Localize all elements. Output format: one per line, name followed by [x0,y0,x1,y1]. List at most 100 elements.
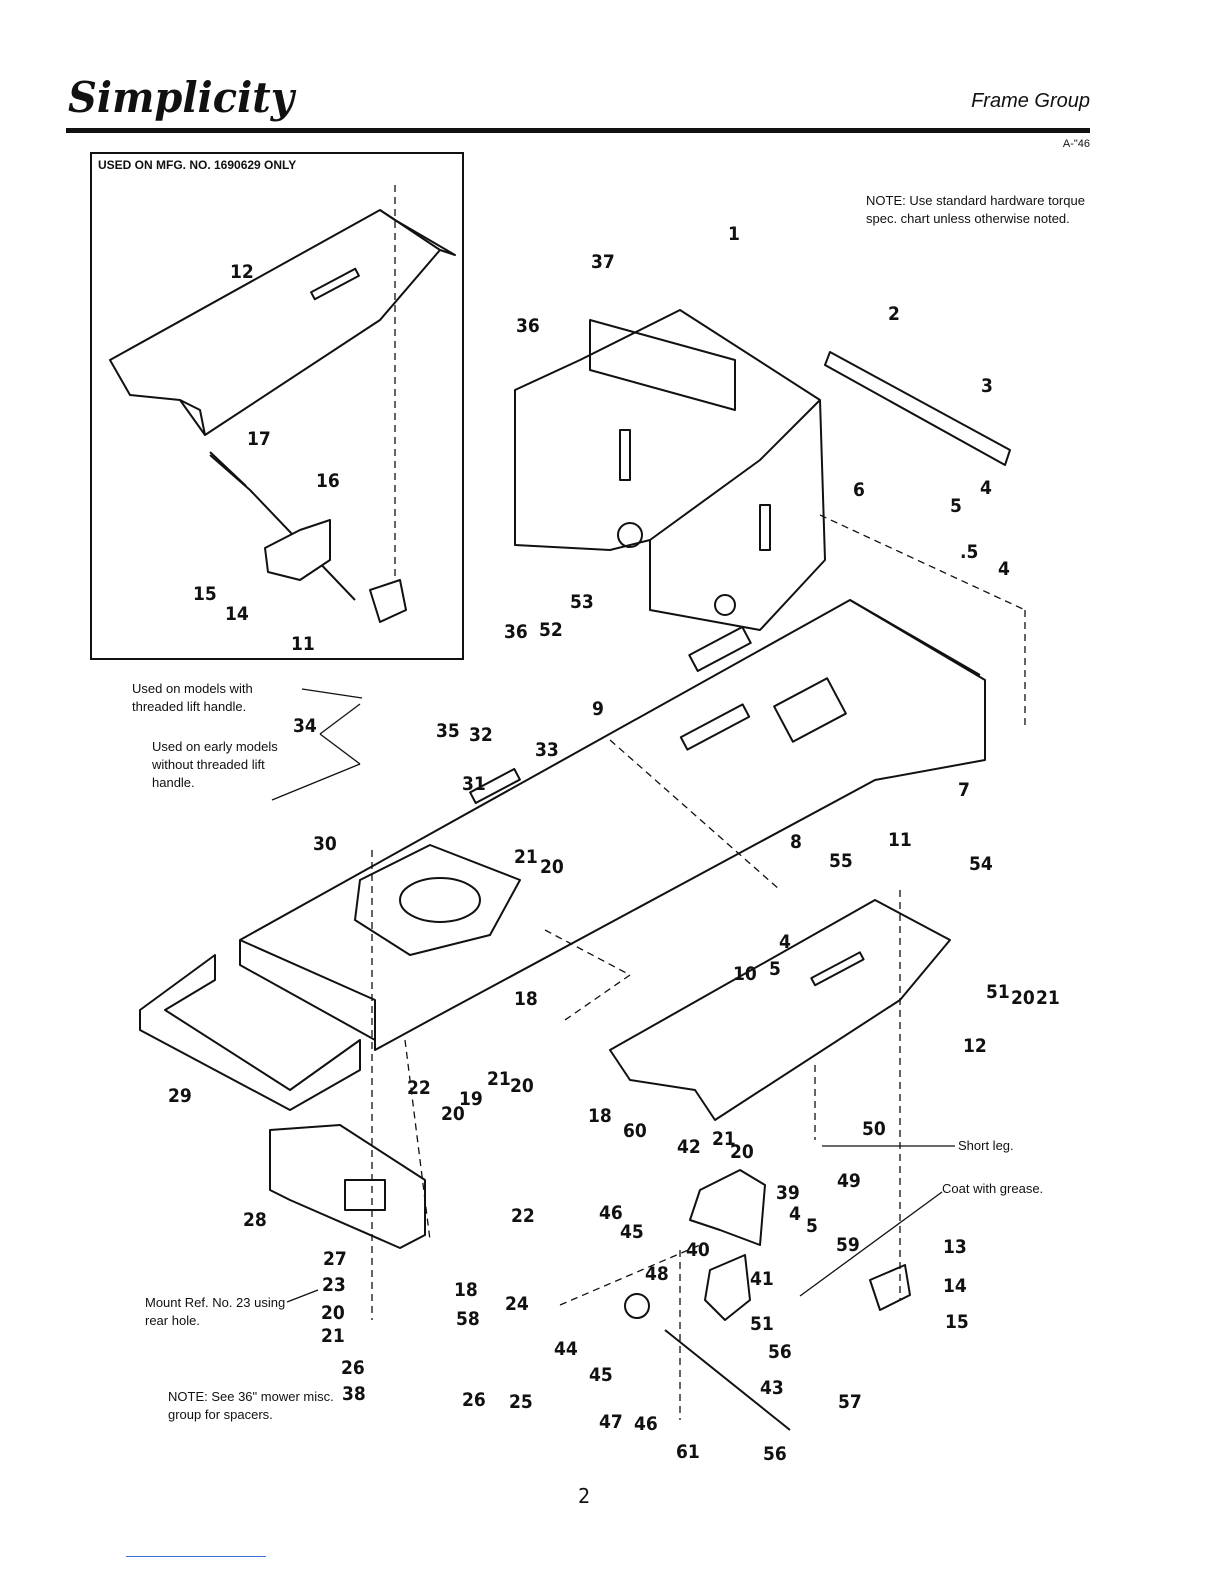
callout-58: 58 [456,1308,480,1330]
rear-frame-housing [514,309,826,631]
callout-55: 55 [829,850,853,872]
callout-3: 3 [981,375,993,397]
callout-26-upper: 26 [341,1357,365,1379]
callout-60: 60 [623,1120,647,1142]
callout-12: 12 [963,1035,987,1057]
torque-note: NOTE: Use standard hardware torque spec.… [866,193,1085,226]
callout-30: 30 [313,833,337,855]
callout-20-frame: 20 [540,856,564,878]
callout-28: 28 [243,1209,267,1231]
callout-39: 39 [776,1182,800,1204]
callout-56-lower: 56 [763,1443,787,1465]
callout-24: 24 [505,1293,529,1315]
callout-8: 8 [790,831,802,853]
callout-52: 52 [539,619,563,641]
callout-10: 10 [733,963,757,985]
section-title: Frame Group [971,90,1090,112]
callout-22-top: 22 [407,1077,431,1099]
callout-4-lower: 4 [789,1203,801,1225]
callout-40: 40 [686,1239,710,1261]
document-code: A-"46 [1062,138,1090,150]
callout-5-right: 5 [950,495,962,517]
callout-46-lower: 46 [634,1413,658,1435]
callout-7: 7 [958,779,970,801]
bracket-assembly [624,1169,911,1431]
callout-20-mid: 20 [510,1075,534,1097]
callout-51-right: 51 [986,981,1010,1003]
callout-21-hitch: 21 [321,1325,345,1347]
threaded-handle-note: Used on models with threaded lift handle… [132,681,253,714]
callout-20-right: 20 [1011,987,1035,1009]
callout-14: 14 [943,1275,967,1297]
callout-22-bottom: 22 [511,1205,535,1227]
front-bumper [139,954,361,1111]
callout-5-bracket: 5 [769,958,781,980]
mount-note: Mount Ref. No. 23 using rear hole. [145,1295,286,1328]
brand-wordmark: Simplicity [68,73,296,122]
callout-49: 49 [837,1170,861,1192]
note-leader-lines [271,688,955,1303]
callout-11: 11 [888,829,912,851]
bar-2 [824,351,1011,466]
callout-21-frame: 21 [514,846,538,868]
callout-18-hitch: 18 [454,1279,478,1301]
callout-20-lower: 20 [730,1141,754,1163]
callout-5-lower: 5 [806,1215,818,1237]
callout-36-top: 36 [516,315,540,337]
callout-23: 23 [322,1274,346,1296]
simplicity-logo: Simplicity [68,73,296,122]
callout-31: 31 [462,773,486,795]
front-hitch [269,1124,426,1249]
callout-15: 15 [945,1311,969,1333]
callout-1: 1 [728,223,740,245]
footer-link-rule [126,1556,266,1557]
callout-45-lower: 45 [589,1364,613,1386]
callout-54: 54 [969,853,993,875]
grease-note: Coat with grease. [942,1181,1044,1196]
callout-4-right: 4 [980,477,992,499]
callout-61: 61 [676,1441,700,1463]
callout-13: 13 [943,1236,967,1258]
callout-56-upper: 56 [768,1341,792,1363]
callout-27: 27 [323,1248,347,1270]
callout-21-lower: 21 [712,1128,736,1150]
callout-18-step: 18 [588,1105,612,1127]
callout-19: 19 [459,1088,483,1110]
callout-50: 50 [862,1118,886,1140]
callout-21-right: 21 [1036,987,1060,1009]
callout-9: 9 [592,698,604,720]
callout-44: 44 [554,1338,578,1360]
callout-34: 34 [293,715,317,737]
assembly-guide-lines [371,514,1026,1420]
callout-21-mid: 21 [487,1068,511,1090]
callout-6: 6 [853,479,865,501]
callout-46-upper: 46 [599,1202,623,1224]
callout-5-frame: .5 [960,541,978,563]
callout-32: 32 [469,724,493,746]
callout-47: 47 [599,1411,623,1433]
callout-20-mid2: 20 [441,1103,465,1125]
callout-18-frame: 18 [514,988,538,1010]
callout-57: 57 [838,1391,862,1413]
inset-title: USED ON MFG. NO. 1690629 ONLY [98,158,297,172]
callout-4-bracket: 4 [779,931,791,953]
short-leg-note: Short leg. [958,1138,1014,1153]
callout-33: 33 [535,739,559,761]
page-number: 2 [578,1484,591,1508]
callout-37: 37 [591,251,615,273]
header-rule [66,128,1090,133]
callout-53: 53 [570,591,594,613]
callout-45-upper: 45 [620,1221,644,1243]
callout-51-lower: 51 [750,1313,774,1335]
inset-frame [90,152,464,660]
spacers-note: NOTE: See 36" mower misc. group for spac… [168,1389,334,1422]
callout-48: 48 [645,1263,669,1285]
callout-36-mid: 36 [504,621,528,643]
callout-29: 29 [168,1085,192,1107]
callout-35: 35 [436,720,460,742]
callout-26-lower: 26 [462,1389,486,1411]
step-plate-right [609,899,951,1121]
callout-43: 43 [760,1377,784,1399]
callout-2: 2 [888,303,900,325]
main-frame [239,599,986,1051]
